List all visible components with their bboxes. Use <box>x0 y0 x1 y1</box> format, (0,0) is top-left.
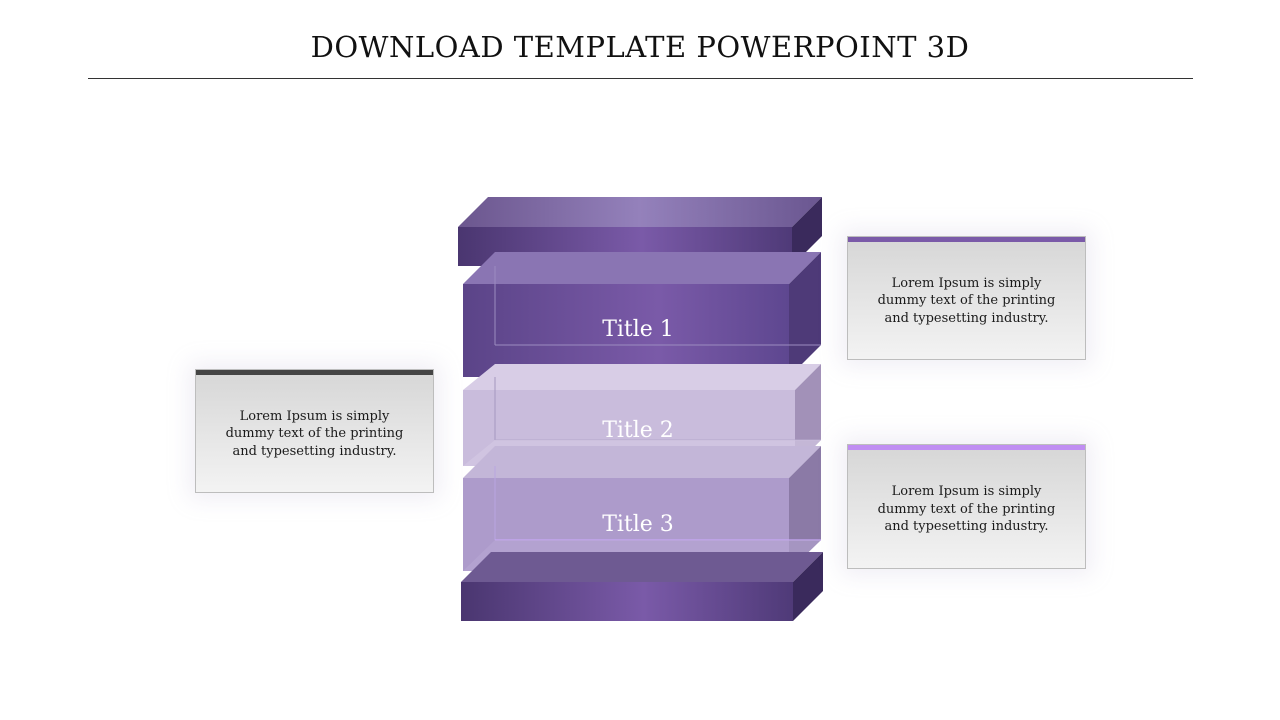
card-text: Lorem Ipsum is simply dummy text of the … <box>877 275 1056 326</box>
layer-3-block <box>463 446 821 571</box>
info-card-left: Lorem Ipsum is simply dummy text of the … <box>195 369 434 493</box>
bottom-slab <box>461 552 823 621</box>
page-title: DOWNLOAD TEMPLATE POWERPOINT 3D <box>310 30 970 64</box>
layer-2-label: Title 2 <box>602 418 674 443</box>
card-text: Lorem Ipsum is simply dummy text of the … <box>225 408 404 459</box>
layer-3-label: Title 3 <box>602 512 674 537</box>
card-text: Lorem Ipsum is simply dummy text of the … <box>877 484 1056 535</box>
layer-1-label: Title 1 <box>602 317 674 342</box>
card-accent-bar <box>848 445 1085 450</box>
card-accent-bar <box>848 237 1085 242</box>
title-divider <box>88 78 1193 79</box>
info-card-right-top: Lorem Ipsum is simply dummy text of the … <box>847 236 1086 360</box>
info-card-right-bottom: Lorem Ipsum is simply dummy text of the … <box>847 444 1086 569</box>
layer-1-block <box>463 252 821 377</box>
card-accent-bar <box>196 370 433 375</box>
